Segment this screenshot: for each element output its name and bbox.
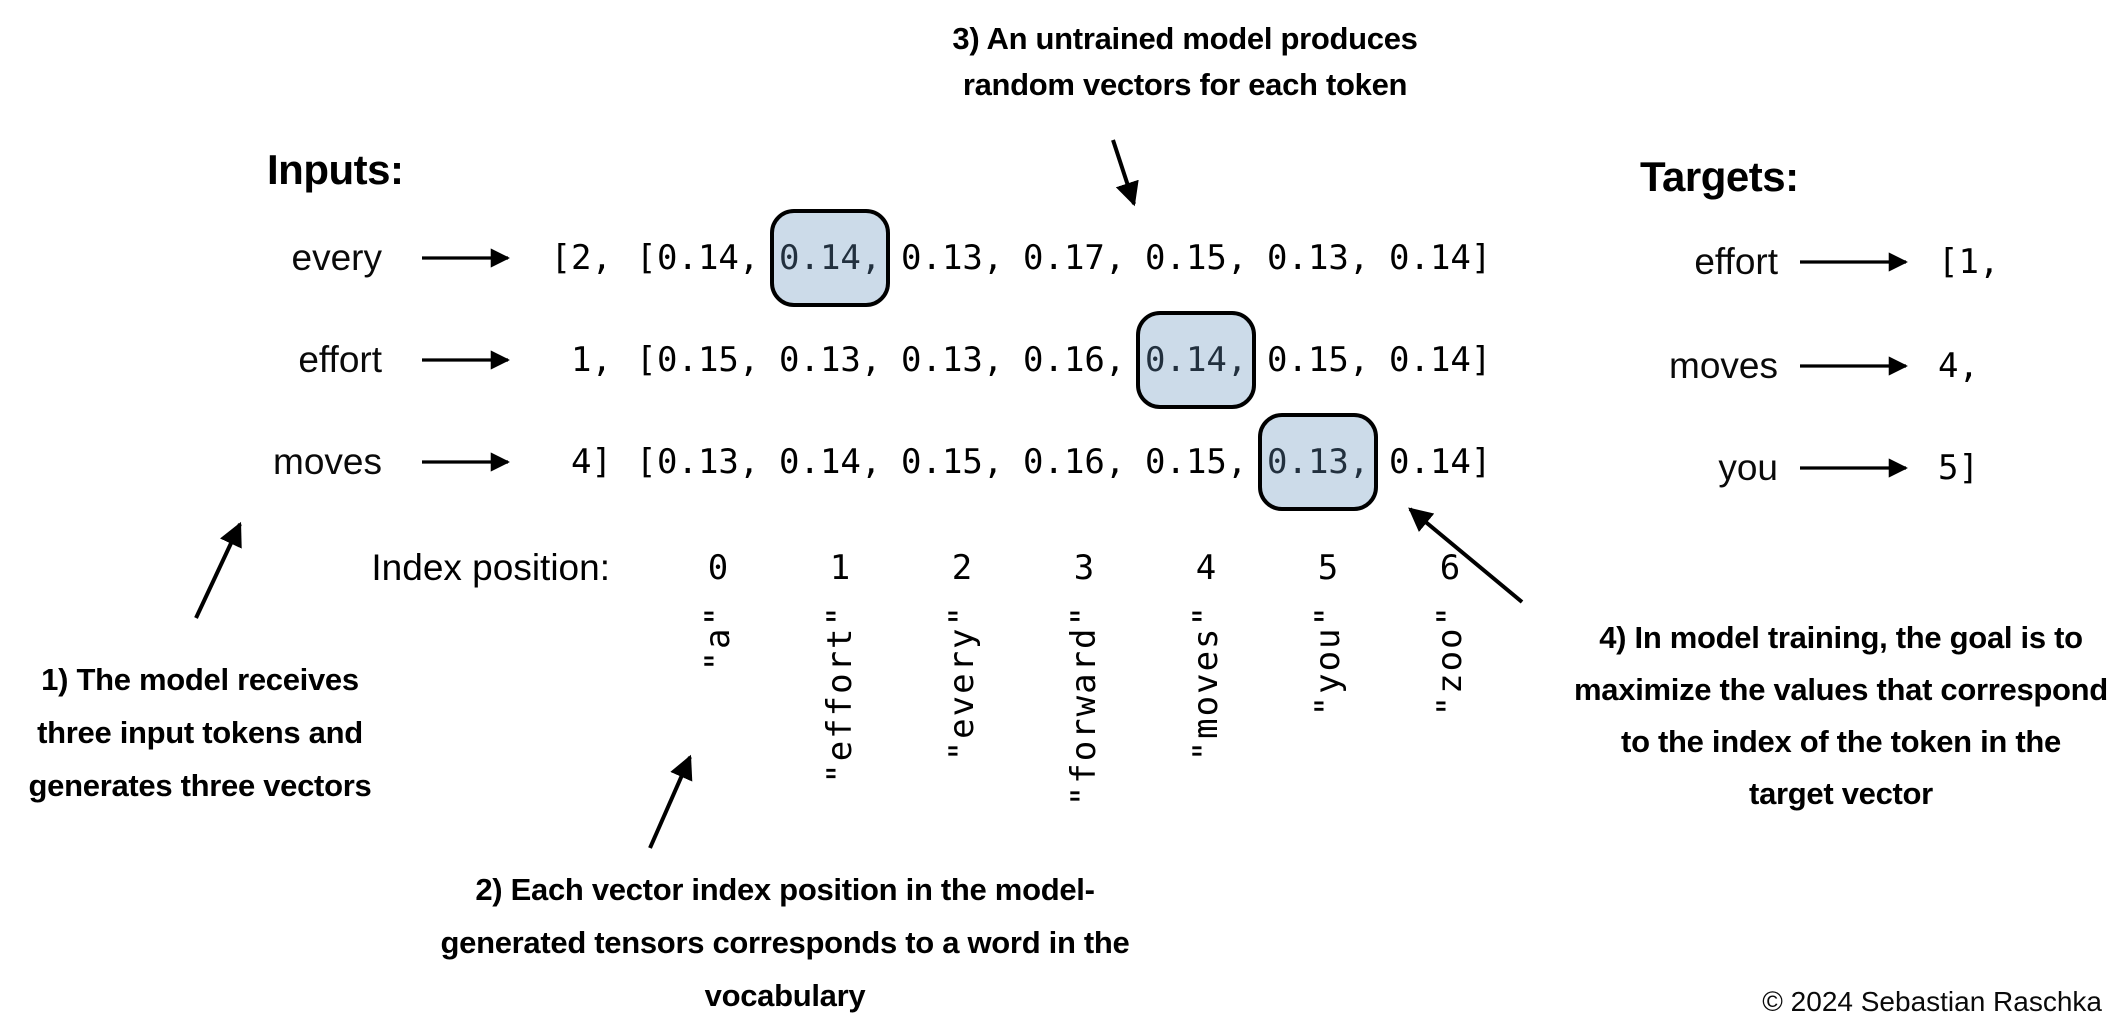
annotation-step3-line2: random vectors for each token [962, 67, 1408, 102]
annotation-step4-line3: to the index of the token in the [1621, 724, 2061, 759]
annotation-step4-line1: 4) In model training, the goal is to [1599, 620, 2083, 655]
vocab-word-effort: "effort" [820, 604, 860, 784]
vocabulary-row: "a" "effort" "every" "forward" "moves" "… [657, 604, 1511, 806]
vector-cell-highlighted: 0.13, [1267, 442, 1389, 482]
input-token-id-effort: 1, [571, 340, 612, 380]
open-bracket: [ [636, 442, 657, 482]
vector-cell: 0.14] [1389, 238, 1492, 278]
index-number: 2 [951, 548, 973, 588]
index-number: 3 [1073, 548, 1095, 588]
index-number: 5 [1317, 548, 1339, 588]
annotation-step4-line2: maximize the values that correspond [1574, 672, 2108, 707]
annotation-step2: 2) Each vector index position in the mod… [435, 863, 1135, 1022]
targets-label: Targets: [1640, 153, 1799, 200]
vector-row-every: [ 0.14, 0.14, 0.13, 0.17, 0.15, 0.13, 0.… [636, 230, 1511, 286]
annotation-step4: 4) In model training, the goal is to max… [1545, 612, 2124, 820]
vocab-column: "a" [657, 604, 779, 671]
input-token-moves: moves [273, 441, 382, 482]
vector-cell: 0.15, [657, 340, 760, 380]
vector-cell: 0.13, [1267, 238, 1370, 278]
vocab-word-you: "you" [1308, 604, 1348, 717]
input-token-id-moves: 4] [571, 442, 612, 482]
vector-row-moves: [ 0.13, 0.14, 0.15, 0.16, 0.15, 0.13, 0.… [636, 434, 1511, 490]
open-bracket: [ [636, 238, 657, 278]
annotation-step3-line1: 3) An untrained model produces [952, 21, 1418, 56]
vocab-column: "zoo" [1389, 604, 1511, 716]
vector-cell: 0.14] [1389, 442, 1492, 482]
target-value-moves: 4, [1938, 346, 1979, 386]
vector-cell: 0.13, [657, 442, 760, 482]
copyright-notice: © 2024 Sebastian Raschka [1762, 986, 2102, 1017]
input-token-every: every [291, 237, 382, 278]
target-token-moves: moves [1669, 345, 1778, 386]
annotation-step1-line2: three input tokens and [37, 715, 363, 750]
target-value-effort: [1, [1938, 242, 2000, 282]
target-token-effort: effort [1694, 241, 1778, 282]
annotation-step3: 3) An untrained model produces random ve… [885, 16, 1485, 108]
target-value-you: 5] [1938, 448, 1979, 488]
input-token-id-every: [2, [550, 238, 612, 278]
vocab-word-moves: "moves" [1186, 604, 1226, 762]
inputs-label: Inputs: [267, 146, 404, 193]
vocab-word-forward: "forward" [1064, 604, 1104, 807]
annotation-step1-line1: 1) The model receives [41, 662, 359, 697]
index-number: 4 [1195, 548, 1217, 588]
arrow-annotation-step3 [1111, 139, 1139, 207]
vocab-word-zoo: "zoo" [1430, 604, 1470, 717]
annotation-step2-line1: 2) Each vector index position in the mod… [475, 872, 1095, 907]
vector-cell-highlighted: 0.14, [1145, 340, 1267, 380]
annotation-step2-line2: generated tensors corresponds to a word … [440, 925, 1130, 960]
vocab-column: "effort" [779, 604, 901, 784]
vector-cell: 0.14] [1389, 340, 1492, 380]
vector-cell: 0.16, [1023, 340, 1126, 380]
vocab-column: "moves" [1145, 604, 1267, 761]
vector-cell: 0.14, [779, 442, 882, 482]
annotation-step4-line4: target vector [1749, 776, 1933, 811]
vocab-column: "you" [1267, 604, 1389, 716]
vocab-column: "every" [901, 604, 1023, 761]
vector-cell: 0.13, [779, 340, 882, 380]
vocab-word-every: "every" [942, 604, 982, 762]
vector-cell: 0.15, [1145, 442, 1248, 482]
vector-cell: 0.16, [1023, 442, 1126, 482]
index-number: 1 [829, 548, 851, 588]
vocab-word-a: "a" [698, 604, 738, 672]
vocab-column: "forward" [1023, 604, 1145, 806]
index-number: 0 [707, 548, 729, 588]
annotation-step2-line3: vocabulary [704, 978, 866, 1013]
vector-cell: 0.13, [901, 238, 1004, 278]
vector-cell: 0.14, [657, 238, 760, 278]
index-number: 6 [1439, 548, 1461, 588]
index-position-label: Index position: [371, 547, 610, 588]
annotation-step1-line3: generates three vectors [28, 768, 372, 803]
vector-cell-highlighted: 0.14, [779, 238, 901, 278]
annotation-step1: 1) The model receives three input tokens… [5, 653, 395, 812]
vector-cell: 0.15, [901, 442, 1004, 482]
vector-cell: 0.15, [1145, 238, 1248, 278]
vector-cell: 0.15, [1267, 340, 1370, 380]
vector-cell: 0.17, [1023, 238, 1126, 278]
vector-cell: 0.13, [901, 340, 1004, 380]
index-position-row: 0 1 2 3 4 5 6 [657, 540, 1511, 596]
input-token-effort: effort [298, 339, 382, 380]
vector-row-effort: [ 0.15, 0.13, 0.13, 0.16, 0.14, 0.15, 0.… [636, 332, 1511, 388]
open-bracket: [ [636, 340, 657, 380]
target-token-you: you [1718, 447, 1778, 488]
